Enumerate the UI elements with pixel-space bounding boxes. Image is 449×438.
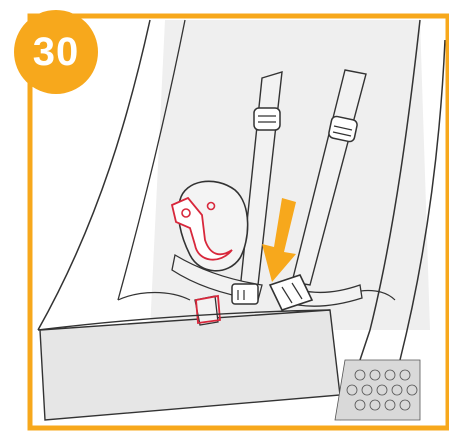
step-number: 30 <box>33 30 80 75</box>
mesh-basket <box>335 360 420 420</box>
left-strap-adjuster-icon <box>254 108 280 130</box>
step-number-badge: 30 <box>14 10 98 94</box>
right-strap-adjuster-icon <box>328 116 358 143</box>
seat-base-fabric <box>40 310 340 420</box>
left-buckle-clip-icon <box>232 284 258 304</box>
